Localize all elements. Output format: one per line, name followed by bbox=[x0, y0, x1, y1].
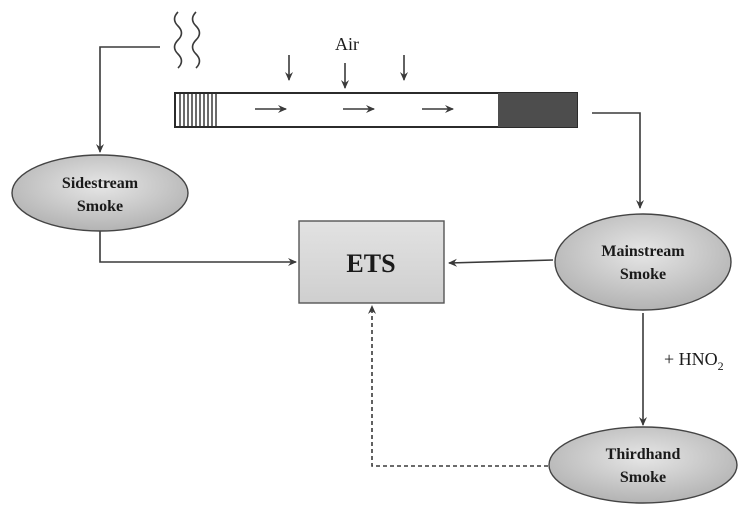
smoke-wave-icon bbox=[173, 11, 201, 69]
ets-label: ETS bbox=[346, 249, 395, 278]
thirdhand-to-ets-dashed-arrow bbox=[368, 305, 548, 467]
ets-node: ETS bbox=[298, 220, 445, 304]
air-arrows bbox=[285, 55, 408, 89]
hno2-prefix: + HNO bbox=[664, 349, 718, 369]
cigarette-to-mainstream-arrow bbox=[592, 112, 644, 209]
mainstream-to-ets-arrow bbox=[448, 258, 554, 267]
sidestream-smoke-node: Sidestream Smoke bbox=[11, 154, 189, 232]
cigarette-filter bbox=[498, 93, 577, 127]
thirdhand-label-line1: Thirdhand bbox=[606, 446, 681, 463]
sidestream-to-ets-arrow bbox=[99, 229, 297, 266]
thirdhand-label-line2: Smoke bbox=[620, 469, 666, 486]
hno2-subscript: 2 bbox=[718, 359, 724, 373]
mainstream-smoke-node: Mainstream Smoke bbox=[554, 213, 732, 311]
cigarette-tip-stripes bbox=[179, 93, 217, 127]
mainstream-label-line2: Smoke bbox=[620, 266, 666, 283]
sidestream-label-line2: Smoke bbox=[77, 198, 123, 215]
thirdhand-smoke-node: Thirdhand Smoke bbox=[548, 426, 738, 504]
smoke-to-sidestream-arrow bbox=[96, 46, 160, 153]
sidestream-label-line1: Sidestream bbox=[62, 175, 139, 192]
air-label: Air bbox=[335, 34, 359, 54]
hno2-label: + HNO2 bbox=[664, 349, 724, 373]
mainstream-label-line1: Mainstream bbox=[601, 243, 685, 260]
cigarette-icon bbox=[174, 92, 578, 128]
